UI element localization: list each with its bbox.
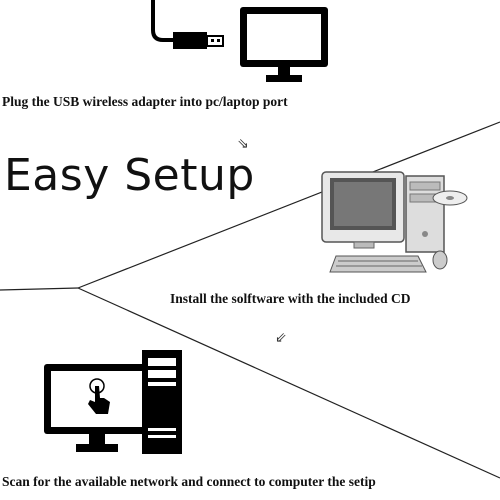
arrow-down-icon: ⇙ — [275, 330, 287, 346]
usb-plug-icon — [151, 0, 224, 49]
page-title: Easy Setup — [4, 150, 255, 201]
step-3-text: Scan for the available network and conne… — [2, 474, 376, 489]
step-1-text: Plug the USB wireless adapter into pc/la… — [2, 94, 288, 109]
arrow-down-icon: ⇘ — [237, 136, 249, 152]
monitor-icon — [240, 7, 328, 82]
desktop-computer-cd-icon — [321, 171, 468, 273]
touch-monitor-icon — [44, 364, 150, 452]
tower-case-icon — [142, 350, 182, 454]
step-2-text: Install the solftware with the included … — [170, 291, 411, 306]
